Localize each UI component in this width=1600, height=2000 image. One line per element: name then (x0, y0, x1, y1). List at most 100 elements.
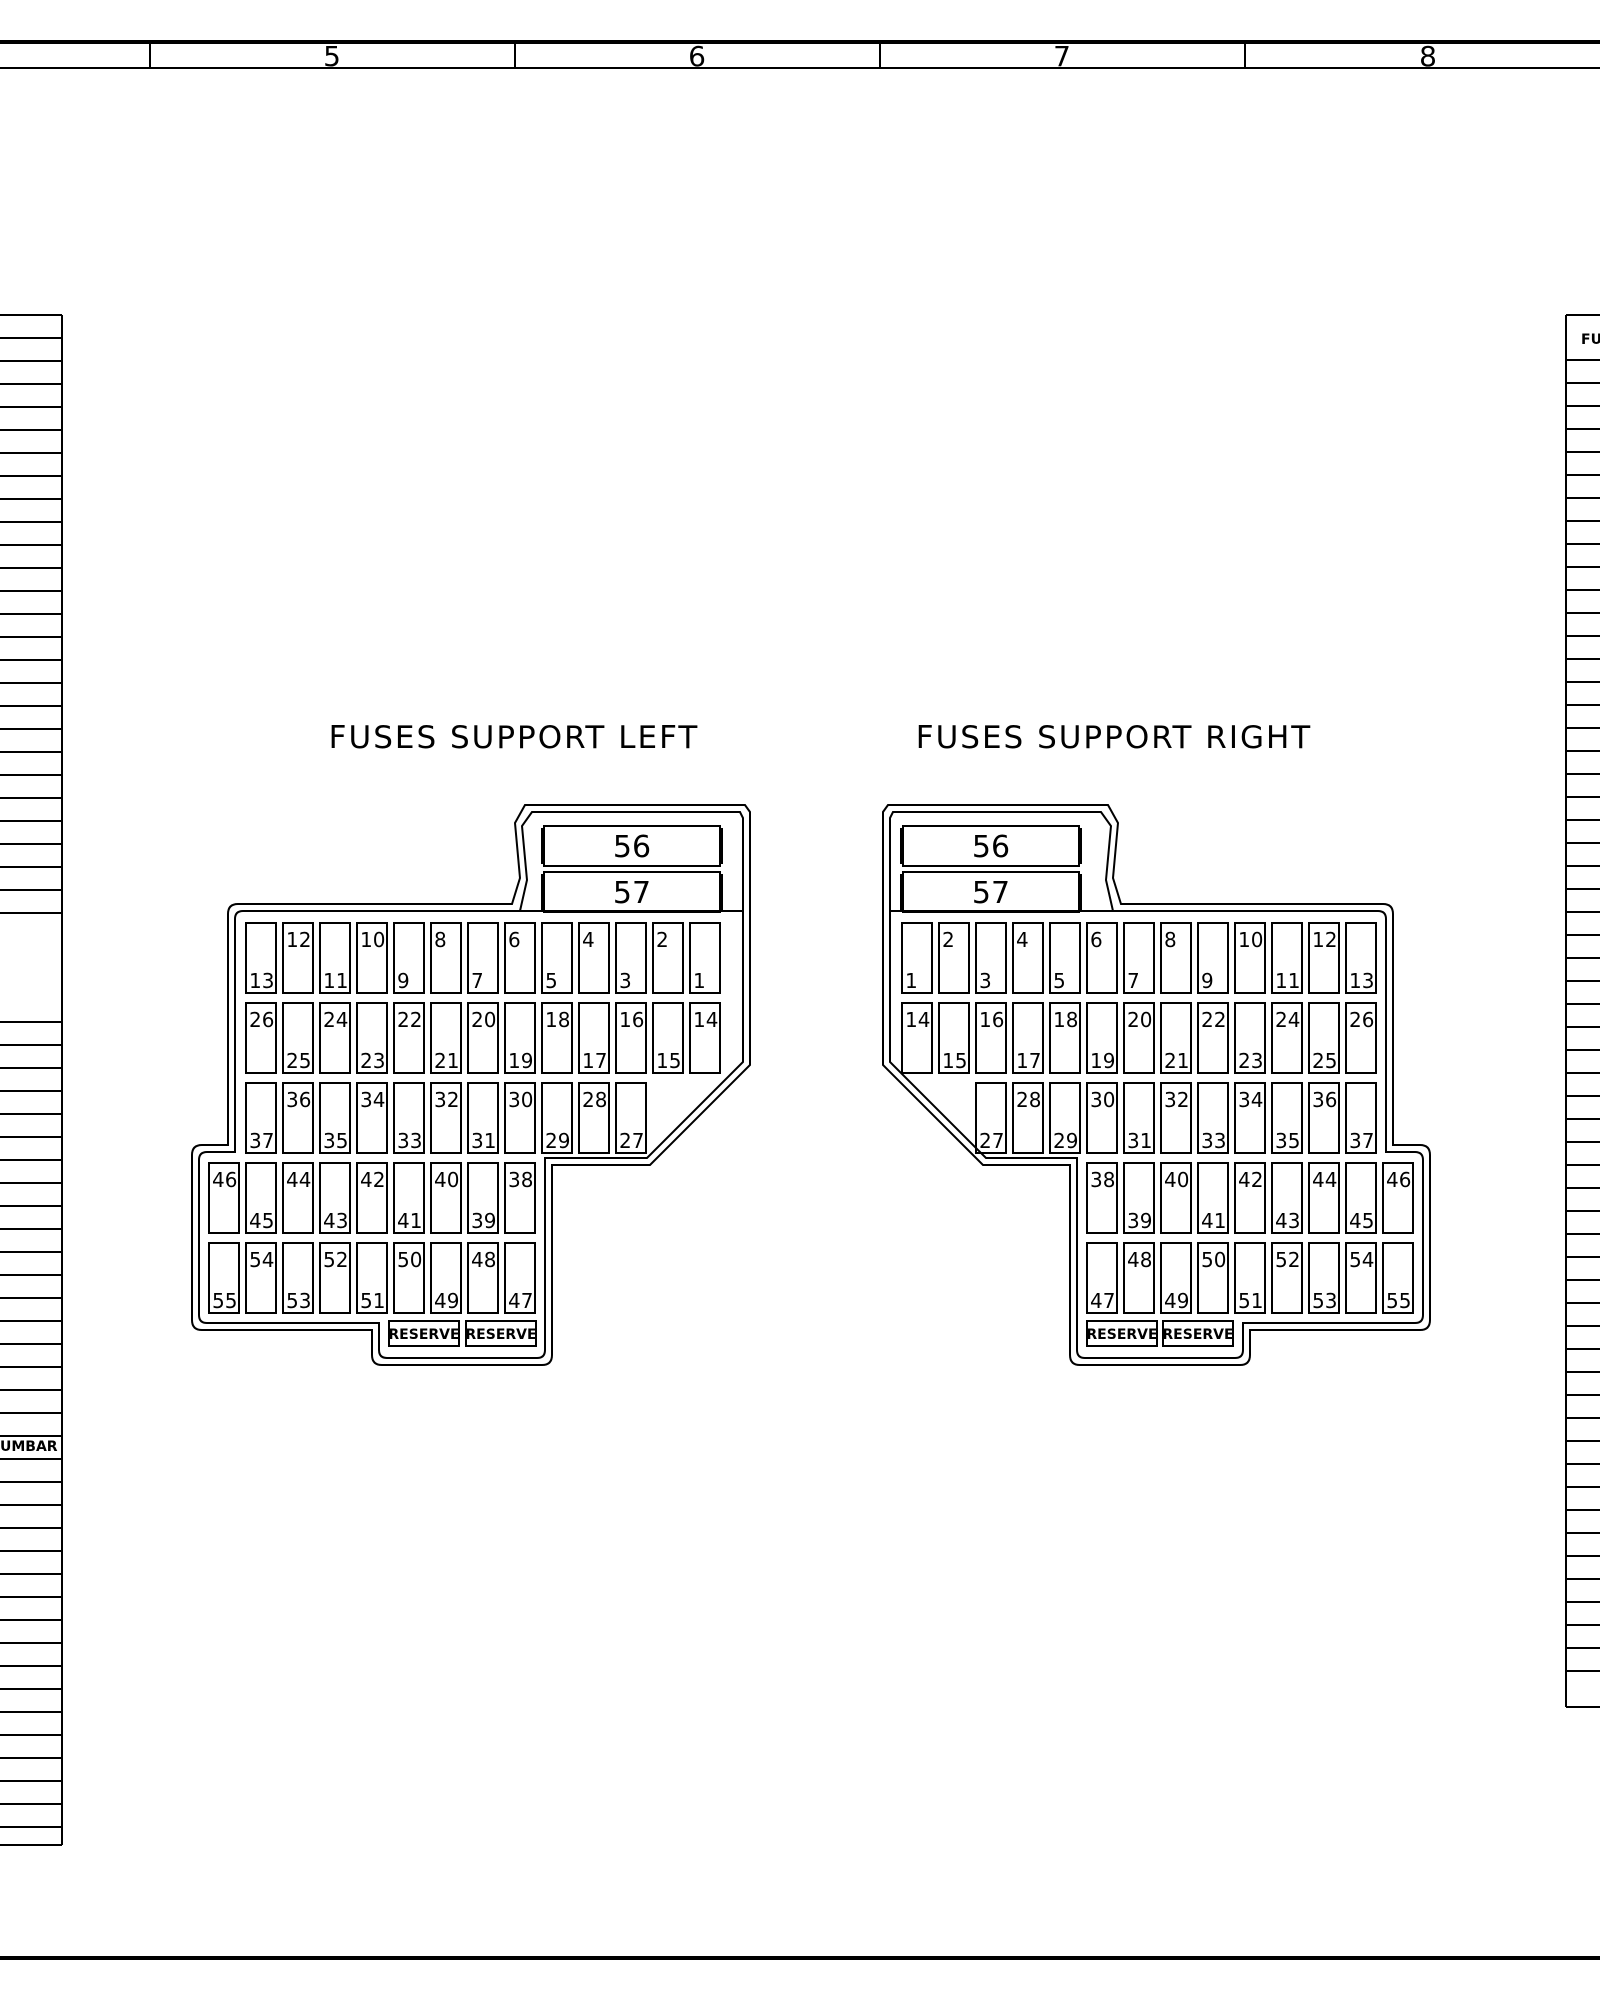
left-fuse-slots: 1312111098765432126252423222120191817161… (208, 825, 723, 1347)
right-fuse-3-label: 3 (979, 969, 992, 993)
left-fuse-38-slot (504, 1162, 536, 1234)
left-fuse-41-label: 41 (397, 1209, 422, 1233)
column-number-5: 5 (323, 40, 341, 73)
left-fuse-8-slot (430, 922, 462, 994)
left-fuse-4-label: 4 (582, 928, 595, 952)
left-fuse-34-slot (356, 1082, 388, 1154)
left-fuse-47-label: 47 (508, 1289, 533, 1313)
left-fuse-36-label: 36 (286, 1088, 311, 1112)
right-fuse-9-label: 9 (1201, 969, 1214, 993)
left-fuse-56-label: 56 (613, 830, 651, 865)
right-panel-title: FUSES SUPPORT RIGHT (916, 720, 1313, 756)
left-fuse-5-label: 5 (545, 969, 558, 993)
right-fuse-45-label: 45 (1349, 1209, 1374, 1233)
right-fuse-2-label: 2 (942, 928, 955, 952)
left-fuse-35-label: 35 (323, 1129, 348, 1153)
left-fuse-6-label: 6 (508, 928, 521, 952)
right-fuse-15-label: 15 (942, 1049, 967, 1073)
right-reserve-label-1: RESERVE (1086, 1327, 1157, 1343)
left-fuse-53-label: 53 (286, 1289, 311, 1313)
left-fuse-panel: 1312111098765432126252423222120191817161… (191, 804, 751, 1366)
right-fuse-6-slot (1086, 922, 1118, 994)
left-fuse-19-label: 19 (508, 1049, 533, 1073)
right-reserve-label-2: RESERVE (1162, 1327, 1233, 1343)
right-fuse-52-label: 52 (1275, 1248, 1300, 1272)
left-fuse-53-slot (282, 1242, 314, 1314)
right-fuse-16-slot (975, 1002, 1007, 1074)
right-fuse-45-slot (1345, 1162, 1377, 1234)
left-fuse-16-label: 16 (619, 1008, 644, 1032)
right-fuse-55-label: 55 (1386, 1289, 1411, 1313)
right-fuse-57-slot (902, 871, 1080, 913)
left-fuse-18-slot (541, 1002, 573, 1074)
right-fuse-44-label: 44 (1312, 1168, 1337, 1192)
left-panel-outline-inner (198, 811, 744, 1359)
right-fuse-41-label: 41 (1201, 1209, 1226, 1233)
left-fuse-16-slot (615, 1002, 647, 1074)
right-fuse-47-slot (1086, 1242, 1118, 1314)
right-fuse-26-slot (1345, 1002, 1377, 1074)
right-fuse-18-slot (1049, 1002, 1081, 1074)
left-fuse-13-slot (245, 922, 277, 994)
left-fuse-9-label: 9 (397, 969, 410, 993)
left-fuse-10-label: 10 (360, 928, 385, 952)
left-fuse-18-label: 18 (545, 1008, 570, 1032)
left-fuse-38-label: 38 (508, 1168, 533, 1192)
left-reserve-label-1: RESERVE (388, 1327, 459, 1343)
right-fuse-53-slot (1308, 1242, 1340, 1314)
right-fuse-32-slot (1160, 1082, 1192, 1154)
left-fuse-10-slot (356, 922, 388, 994)
right-fuse-7-label: 7 (1127, 969, 1140, 993)
left-fuse-21-slot (430, 1002, 462, 1074)
left-fuse-28-slot (578, 1082, 610, 1154)
left-fuse-37-label: 37 (249, 1129, 274, 1153)
right-fuse-31-slot (1123, 1082, 1155, 1154)
left-fuse-26-slot (245, 1002, 277, 1074)
left-panel-title: FUSES SUPPORT LEFT (329, 720, 700, 756)
left-fuse-3-label: 3 (619, 969, 632, 993)
left-panel-outline-outer (191, 804, 751, 1366)
left-fuse-49-label: 49 (434, 1289, 459, 1313)
right-fuse-51-label: 51 (1238, 1289, 1263, 1313)
left-table-partial-label: UMBAR (0, 1439, 58, 1455)
right-fuse-37-slot (1345, 1082, 1377, 1154)
left-fuse-24-slot (319, 1002, 351, 1074)
left-fuse-56-slot (543, 825, 721, 867)
right-fuse-5-slot (1049, 922, 1081, 994)
left-fuse-52-label: 52 (323, 1248, 348, 1272)
right-fuse-48-slot (1123, 1242, 1155, 1314)
left-reserve-slot-1 (388, 1320, 460, 1347)
right-fuse-slots: 1234567891011121314151617181920212223242… (900, 825, 1414, 1347)
left-fuse-44-label: 44 (286, 1168, 311, 1192)
left-fuse-29-slot (541, 1082, 573, 1154)
left-fuse-51-slot (356, 1242, 388, 1314)
left-fuse-54-label: 54 (249, 1248, 274, 1272)
left-fuse-41-slot (393, 1162, 425, 1234)
right-fuse-11-slot (1271, 922, 1303, 994)
right-fuse-50-slot (1197, 1242, 1229, 1314)
right-fuse-34-label: 34 (1238, 1088, 1263, 1112)
left-reserve-label-2: RESERVE (465, 1327, 536, 1343)
left-fuse-39-slot (467, 1162, 499, 1234)
right-fuse-34-slot (1234, 1082, 1266, 1154)
column-number-6: 6 (688, 40, 706, 73)
right-fuse-30-slot (1086, 1082, 1118, 1154)
left-fuse-40-slot (430, 1162, 462, 1234)
right-fuse-20-slot (1123, 1002, 1155, 1074)
left-fuse-29-label: 29 (545, 1129, 570, 1153)
right-fuse-23-label: 23 (1238, 1049, 1263, 1073)
right-fuse-32-label: 32 (1164, 1088, 1189, 1112)
left-fuse-15-slot (652, 1002, 684, 1074)
left-fuse-7-slot (467, 922, 499, 994)
right-fuse-14-label: 14 (905, 1008, 930, 1032)
right-fuse-22-slot (1197, 1002, 1229, 1074)
right-fuse-52-slot (1271, 1242, 1303, 1314)
right-fuse-26-label: 26 (1349, 1008, 1374, 1032)
right-fuse-8-label: 8 (1164, 928, 1177, 952)
right-fuse-27-slot (975, 1082, 1007, 1154)
left-fuse-30-label: 30 (508, 1088, 533, 1112)
right-fuse-24-slot (1271, 1002, 1303, 1074)
left-fuse-11-slot (319, 922, 351, 994)
left-fuse-25-label: 25 (286, 1049, 311, 1073)
left-fuse-1-label: 1 (693, 969, 706, 993)
